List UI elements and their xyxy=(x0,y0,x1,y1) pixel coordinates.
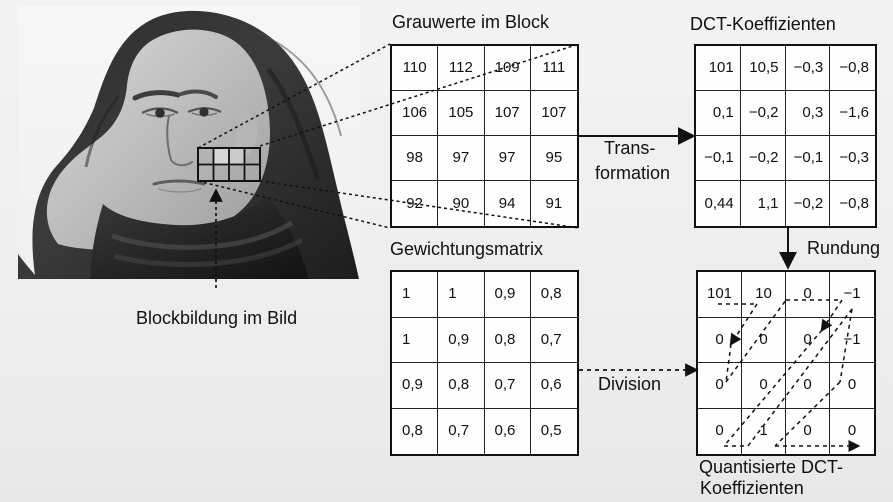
weight-cell-r3-c2: 0,8 xyxy=(438,363,485,409)
quant-cell-r1-c1: 101 xyxy=(698,272,742,318)
gray-cell-r2-c2: 105 xyxy=(438,91,485,136)
dct-cell-r3-c1: −0,1 xyxy=(696,136,741,181)
hair-strand-1 xyxy=(84,95,120,168)
weight-cell-r2-c1: 1 xyxy=(392,317,439,363)
gray-cell-r4-c1: 92 xyxy=(392,181,439,226)
quant-cell-r2-c3: 0 xyxy=(786,317,830,363)
dct-cell-r3-c2: −0,2 xyxy=(740,136,786,181)
weight-cell-r1-c3: 0,9 xyxy=(484,272,531,318)
weight-cell-r4-c4: 0,5 xyxy=(540,422,562,440)
dct-cell-r4-c1: 0,44 xyxy=(696,181,741,226)
quant-cell-r1-c3: 0 xyxy=(786,272,830,318)
block-caption: Blockbildung im Bild xyxy=(136,308,298,328)
dct-cell-r4-c2: 1,1 xyxy=(741,181,786,226)
gray-values-title: Grauwerte im Block xyxy=(392,12,550,32)
gray-cell-r4-c4: 91 xyxy=(545,194,563,212)
quant-cell-r2-c2: 0 xyxy=(742,317,786,363)
weight-cell-r4-c2: 0,7 xyxy=(438,408,485,454)
gray-cell-r3-c3: 97 xyxy=(484,136,531,181)
quant-cell-r4-c2: 1 xyxy=(742,408,786,454)
gray-cell-r4-c2: 90 xyxy=(438,181,485,226)
quant-cell-r3-c1: 0 xyxy=(698,363,742,409)
quant-cell-r4-c3: 0 xyxy=(786,408,830,454)
weight-cell-r1-c2: 1 xyxy=(438,272,485,318)
gray-cell-r3-c2: 97 xyxy=(438,136,485,181)
transform-label-line-2: formation xyxy=(595,163,671,183)
weight-cell-r2-c3: 0,8 xyxy=(484,317,531,363)
division-label: Division xyxy=(598,374,662,394)
quant-cell-r3-c3: 0 xyxy=(786,363,830,409)
gray-cell-r2-c4: 107 xyxy=(530,91,577,136)
weighting-matrix: 1 1 0,9 0,8 1 0,9 0,8 0,7 0,9 0,8 0,7 0,… xyxy=(390,270,579,456)
weight-cell-r2-c4: 0,7 xyxy=(530,318,577,363)
gray-values-matrix: 110 112 109 111 106 105 107 107 98 97 97… xyxy=(390,44,579,228)
quant-cell-r3-c2: 0 xyxy=(742,363,786,409)
quant-cell-r2-c1: 0 xyxy=(698,317,742,363)
dct-cell-r2-c3: 0,3 xyxy=(785,91,831,136)
weight-cell-r1-c1: 1 xyxy=(392,272,439,318)
scarf-fold-1 xyxy=(111,220,294,250)
gray-cell-r1-c3: 109 xyxy=(484,46,531,91)
gray-cell-r1-c4: 111 xyxy=(530,46,577,91)
gray-cell-r3-c4: 95 xyxy=(530,136,577,181)
face-block-grid xyxy=(197,147,261,182)
dct-cell-r1-c4: −0,8 xyxy=(830,46,875,91)
quantized-title-line-2: Koeffizienten xyxy=(700,478,804,498)
portrait-illustration xyxy=(18,6,360,279)
rounding-label: Rundung xyxy=(807,238,881,258)
quant-cell-r4-c4: 0 xyxy=(847,422,857,440)
dct-cell-r3-c3: −0,1 xyxy=(785,136,831,181)
dct-cell-r2-c2: −0,2 xyxy=(740,91,786,136)
weight-cell-r3-c3: 0,7 xyxy=(484,363,531,409)
gray-cell-r2-c3: 107 xyxy=(484,91,531,136)
quant-cell-r2-c4: −1 xyxy=(830,318,874,363)
gray-cell-r2-c1: 106 xyxy=(392,91,439,136)
dct-coefficients-matrix: 101 10,5 −0,3 −0,8 0,1 −0,2 0,3 −1,6 −0,… xyxy=(694,44,877,228)
weight-cell-r2-c2: 0,9 xyxy=(438,317,485,363)
quantized-dct-matrix: 101 10 0 −1 0 0 0 −1 0 0 0 0 0 1 0 0 xyxy=(696,270,876,456)
dct-coefficients-title: DCT-Koeffizienten xyxy=(690,14,836,34)
dct-cell-r2-c4: −1,6 xyxy=(830,91,875,136)
gray-cell-r1-c2: 112 xyxy=(438,46,485,91)
dct-cell-r3-c4: −0,3 xyxy=(830,136,875,181)
weight-cell-r4-c1: 0,8 xyxy=(392,408,439,454)
dct-cell-r2-c1: 0,1 xyxy=(696,91,741,136)
right-eye xyxy=(199,107,209,117)
transform-label-line-1: Trans- xyxy=(604,138,656,158)
gray-cell-r4-c3: 94 xyxy=(485,181,531,226)
gray-cell-r3-c1: 98 xyxy=(392,136,439,181)
dct-cell-r1-c2: 10,5 xyxy=(740,46,786,91)
weight-cell-r4-c3: 0,6 xyxy=(485,408,531,454)
dct-cell-r4-c4: −0,8 xyxy=(839,194,869,212)
weight-cell-r3-c1: 0,9 xyxy=(392,363,439,409)
weighting-matrix-title: Gewichtungsmatrix xyxy=(390,239,544,259)
left-eyebrow xyxy=(132,90,181,101)
scarf-fold-2 xyxy=(113,237,304,267)
nose-line xyxy=(166,115,193,167)
quant-cell-r1-c2: 10 xyxy=(742,272,786,318)
quantized-title-line-1: Quantisierte DCT- xyxy=(699,457,844,477)
dct-cell-r1-c3: −0,3 xyxy=(785,46,831,91)
weight-cell-r1-c4: 0,8 xyxy=(530,272,577,318)
dct-cell-r1-c1: 101 xyxy=(696,46,741,91)
left-eye xyxy=(155,108,165,118)
gray-cell-r1-c1: 110 xyxy=(392,46,439,91)
lower-lip xyxy=(158,188,202,193)
quant-cell-r4-c1: 0 xyxy=(698,408,742,454)
quant-cell-r3-c4: 0 xyxy=(830,363,874,409)
weight-cell-r3-c4: 0,6 xyxy=(530,363,577,409)
dct-cell-r4-c3: −0,2 xyxy=(786,181,831,226)
portrait-photo xyxy=(18,6,360,279)
quant-cell-r1-c4: −1 xyxy=(830,272,874,318)
